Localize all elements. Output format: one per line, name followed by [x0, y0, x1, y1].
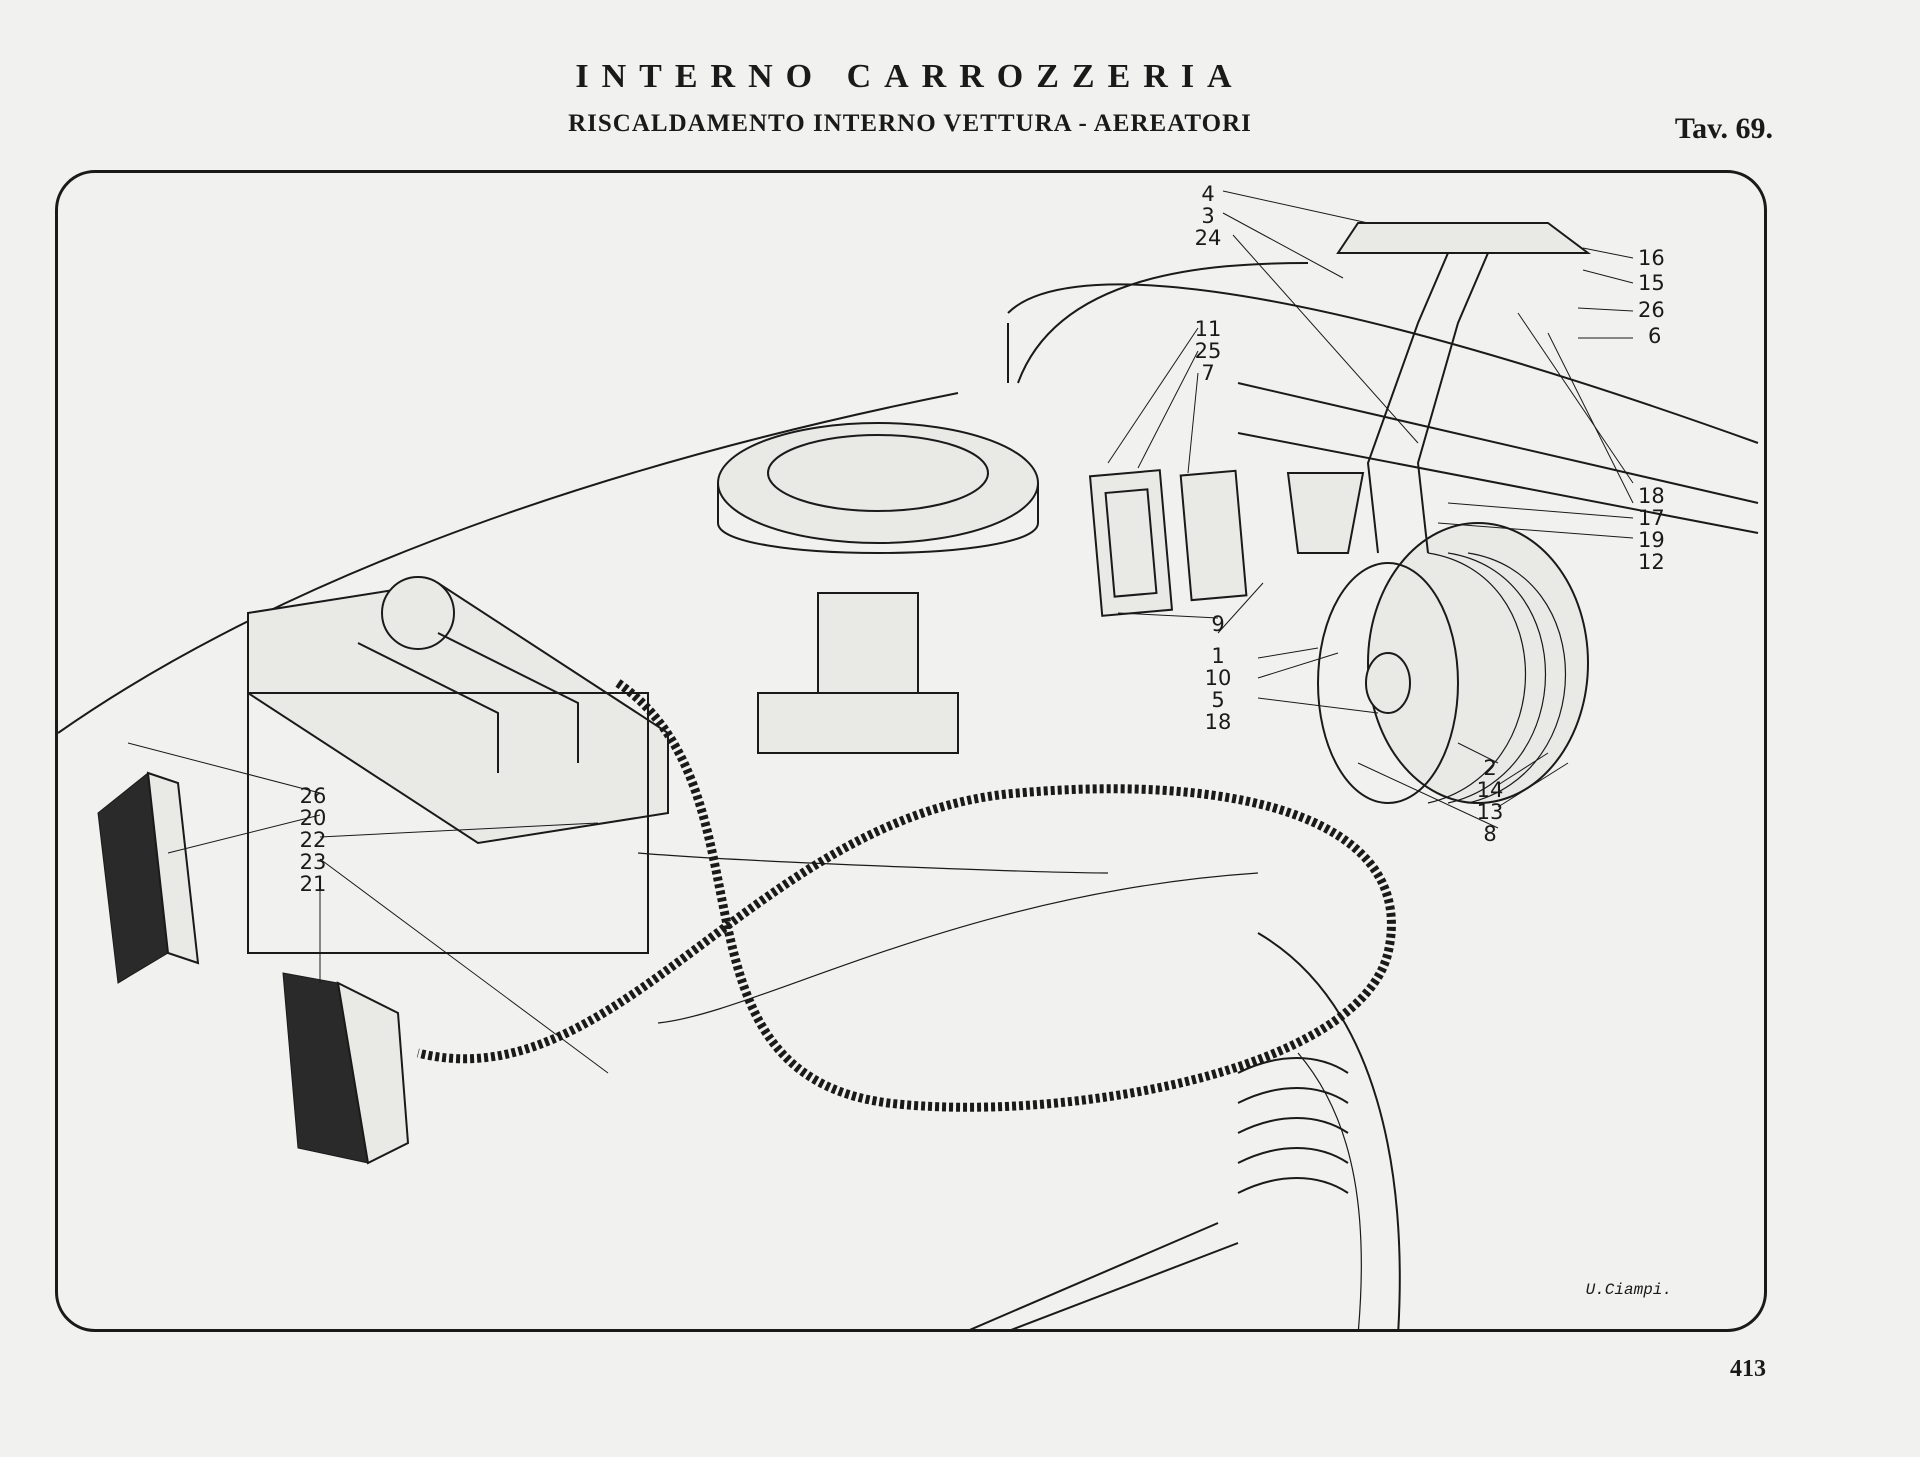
suspension-spring: [969, 1057, 1349, 1329]
artist-signature: U.Ciampi.: [1585, 1281, 1672, 1299]
callout-14: 14: [1477, 778, 1504, 802]
defroster-grille-lower: [282, 972, 410, 1165]
callout-12: 12: [1638, 550, 1665, 574]
callout-2: 2: [1483, 756, 1496, 780]
callout-22: 22: [300, 828, 327, 852]
callout-3: 3: [1201, 204, 1214, 228]
callout-11: 11: [1195, 317, 1222, 341]
vent-duct: [1336, 222, 1591, 554]
water-tank: [247, 576, 669, 954]
callout-1: 1: [1211, 644, 1224, 668]
callout-10: 10: [1205, 666, 1232, 690]
page-title: INTERNO CARROZZERIA: [575, 58, 1245, 95]
callout-26a: 26: [1638, 298, 1665, 322]
heater-fan: [1317, 522, 1589, 804]
callout-labels: 4 3 24 16 15 26 6 11 25 7 18 17 19 12 9 …: [300, 182, 1665, 896]
air-filter: [717, 422, 1039, 754]
page-number: 413: [1730, 1356, 1766, 1382]
callout-9: 9: [1211, 612, 1224, 636]
callout-21: 21: [300, 872, 327, 896]
callout-15: 15: [1638, 271, 1665, 295]
callout-8: 8: [1483, 822, 1496, 846]
callout-17: 17: [1638, 506, 1665, 530]
vent-panels: [1088, 469, 1365, 617]
callout-25: 25: [1195, 339, 1222, 363]
page-subtitle: RISCALDAMENTO INTERNO VETTURA - AEREATOR…: [568, 110, 1252, 137]
diagram-frame: 4 3 24 16 15 26 6 11 25 7 18 17 19 12 9 …: [55, 170, 1767, 1332]
leader-lines: [127, 190, 1634, 1074]
callout-24: 24: [1195, 226, 1222, 250]
callout-16: 16: [1638, 246, 1665, 270]
exploded-diagram: 4 3 24 16 15 26 6 11 25 7 18 17 19 12 9 …: [58, 182, 1759, 1329]
callout-5: 5: [1211, 688, 1224, 712]
plate-number: Tav. 69.: [1674, 112, 1773, 145]
callout-18b: 18: [1205, 710, 1232, 734]
callout-26b: 26: [300, 784, 327, 808]
callout-7: 7: [1201, 361, 1214, 385]
callout-20: 20: [300, 806, 327, 830]
heater-hose: [416, 679, 1396, 1112]
callout-23: 23: [300, 850, 327, 874]
car-body-outline: [58, 262, 1759, 1329]
callout-6: 6: [1648, 324, 1661, 348]
callout-13: 13: [1477, 800, 1504, 824]
callout-19: 19: [1638, 528, 1665, 552]
callout-4: 4: [1201, 182, 1214, 206]
callout-18a: 18: [1638, 484, 1665, 508]
defroster-grille-upper: [97, 771, 200, 984]
